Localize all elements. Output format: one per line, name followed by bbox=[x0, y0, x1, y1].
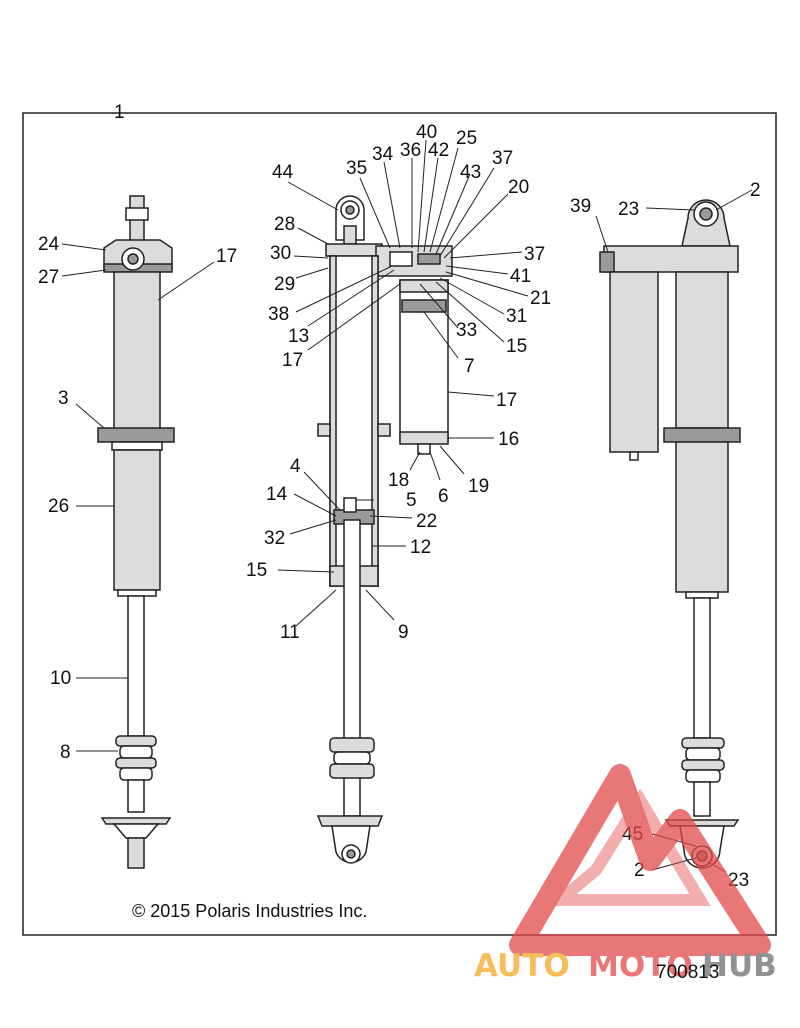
callout-4: 4 bbox=[290, 456, 301, 477]
callout-43: 43 bbox=[460, 162, 481, 183]
watermark-auto: AUTO bbox=[474, 948, 570, 984]
callout-37-top: 37 bbox=[492, 148, 513, 169]
callout-1: 1 bbox=[114, 102, 125, 123]
callout-42: 42 bbox=[428, 140, 449, 161]
callout-6: 6 bbox=[438, 486, 449, 507]
callout-34: 34 bbox=[372, 144, 394, 165]
callout-22: 22 bbox=[416, 511, 437, 532]
callout-10: 10 bbox=[50, 668, 71, 689]
leader-lines bbox=[61, 139, 753, 873]
callout-17-left: 17 bbox=[216, 246, 237, 267]
watermark-triangle bbox=[509, 764, 771, 956]
callout-23-top: 23 bbox=[618, 199, 639, 220]
callout-29: 29 bbox=[274, 274, 295, 295]
callout-28: 28 bbox=[274, 214, 295, 235]
callout-2-bottom: 2 bbox=[634, 860, 645, 881]
copyright-text: © 2015 Polaris Industries Inc. bbox=[132, 901, 367, 921]
callout-27: 27 bbox=[38, 267, 59, 288]
callout-17-reservoir: 17 bbox=[496, 390, 517, 411]
callout-3: 3 bbox=[58, 388, 69, 409]
callout-17-center: 17 bbox=[282, 350, 303, 371]
callout-25: 25 bbox=[456, 128, 477, 149]
callout-32: 32 bbox=[264, 528, 285, 549]
callout-26: 26 bbox=[48, 496, 69, 517]
callout-18: 18 bbox=[388, 470, 409, 491]
callout-19: 19 bbox=[468, 476, 489, 497]
callout-12: 12 bbox=[410, 537, 431, 558]
callout-31: 31 bbox=[506, 306, 527, 327]
watermark-hub: HUB bbox=[702, 948, 777, 984]
callout-44: 44 bbox=[272, 162, 294, 183]
callout-8: 8 bbox=[60, 742, 71, 763]
callout-39: 39 bbox=[570, 196, 591, 217]
callout-20: 20 bbox=[508, 177, 529, 198]
callout-5: 5 bbox=[406, 490, 417, 511]
center-shock-cutaway bbox=[316, 195, 453, 864]
callout-2-top: 2 bbox=[750, 180, 761, 201]
callout-11: 11 bbox=[280, 622, 300, 643]
diagram-id: 700813 bbox=[656, 962, 719, 983]
callout-36: 36 bbox=[400, 140, 421, 161]
callout-37-right: 37 bbox=[524, 244, 545, 265]
callout-15-reservoir: 15 bbox=[506, 336, 527, 357]
left-shock-assembly bbox=[97, 195, 175, 869]
callout-16: 16 bbox=[498, 429, 519, 450]
callout-30: 30 bbox=[270, 243, 291, 264]
callout-15-center: 15 bbox=[246, 560, 267, 581]
callout-40: 40 bbox=[416, 122, 437, 143]
callout-33: 33 bbox=[456, 320, 477, 341]
callout-labels: 1 2 2 3 4 5 6 7 8 9 10 11 12 13 14 15 15… bbox=[38, 102, 761, 891]
callout-13: 13 bbox=[288, 326, 309, 347]
watermark-moto: MOTO bbox=[588, 948, 693, 984]
diagram-border bbox=[22, 112, 777, 936]
automotohub-watermark: AUTO MOTO HUB bbox=[474, 764, 777, 984]
callout-41: 41 bbox=[510, 266, 531, 287]
callout-9: 9 bbox=[398, 622, 409, 643]
callout-21: 21 bbox=[530, 288, 551, 309]
callout-35: 35 bbox=[346, 158, 367, 179]
callout-7: 7 bbox=[464, 356, 475, 377]
callout-14: 14 bbox=[266, 484, 288, 505]
callout-38: 38 bbox=[268, 304, 289, 325]
callout-24: 24 bbox=[38, 234, 60, 255]
